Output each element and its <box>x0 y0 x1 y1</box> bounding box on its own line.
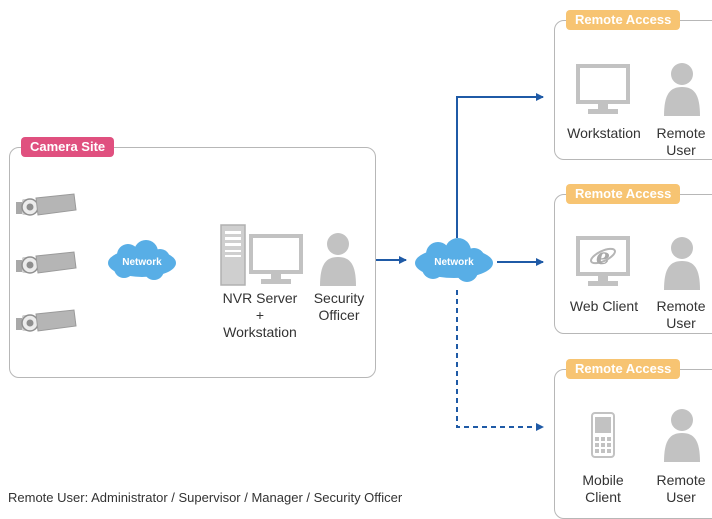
remote-user-line1: Remote <box>656 472 706 488</box>
device-label: Workstation <box>567 125 641 141</box>
camera-icon <box>16 251 77 274</box>
device-label: Web Client <box>569 298 639 314</box>
network-cloud-icon: Network <box>108 240 176 280</box>
remote-user-line2: User <box>666 315 696 331</box>
svg-text:e: e <box>596 244 610 270</box>
remote-user-line2: User <box>666 489 696 505</box>
remote-access-tag: Remote Access <box>566 184 681 204</box>
device-label: Mobile Client <box>570 472 636 506</box>
monitor-icon <box>576 64 630 114</box>
footnote: Remote User: Administrator / Supervisor … <box>8 490 403 505</box>
remote-user-label: Remote User <box>650 298 712 332</box>
device-label-line1: Mobile <box>582 472 624 488</box>
nvr-label-line1: NVR Server <box>222 290 298 306</box>
security-officer-line2: Officer <box>318 307 360 323</box>
network-cloud-icon: Network <box>415 238 493 282</box>
remote-access-tag: Remote Access <box>566 10 681 30</box>
camera-site-box <box>9 147 376 378</box>
network-label: Network <box>434 257 474 268</box>
device-label-line2: Client <box>585 489 621 505</box>
nvr-label: NVR Server + Workstation <box>216 290 304 341</box>
camera-site-tag: Camera Site <box>21 137 115 157</box>
security-officer-icon <box>320 233 356 286</box>
nvr-label-line3: Workstation <box>223 324 297 340</box>
remote-user-icon <box>664 237 700 290</box>
network-label: Network <box>122 257 162 268</box>
remote-access-tag: Remote Access <box>566 359 681 379</box>
nvr-label-line2: + <box>255 307 265 323</box>
security-officer-line1: Security <box>313 290 365 306</box>
remote-user-line2: User <box>666 142 696 158</box>
nvr-server-icon <box>220 224 246 286</box>
network-to-remote1-line <box>456 93 544 238</box>
remote-user-line1: Remote <box>656 298 706 314</box>
remote-user-icon <box>664 409 700 462</box>
remote-user-icon <box>664 63 700 116</box>
network-to-remote3-line <box>456 290 544 431</box>
web-client-icon: e <box>576 236 630 286</box>
camera-icon <box>16 193 77 216</box>
security-officer-label: Security Officer <box>307 290 371 324</box>
remote-user-label: Remote User <box>650 125 712 159</box>
camera-icon <box>16 309 77 332</box>
remote-user-label: Remote User <box>650 472 712 506</box>
remote-user-line1: Remote <box>656 125 706 141</box>
mobile-phone-icon <box>591 412 615 458</box>
monitor-icon <box>249 234 303 284</box>
